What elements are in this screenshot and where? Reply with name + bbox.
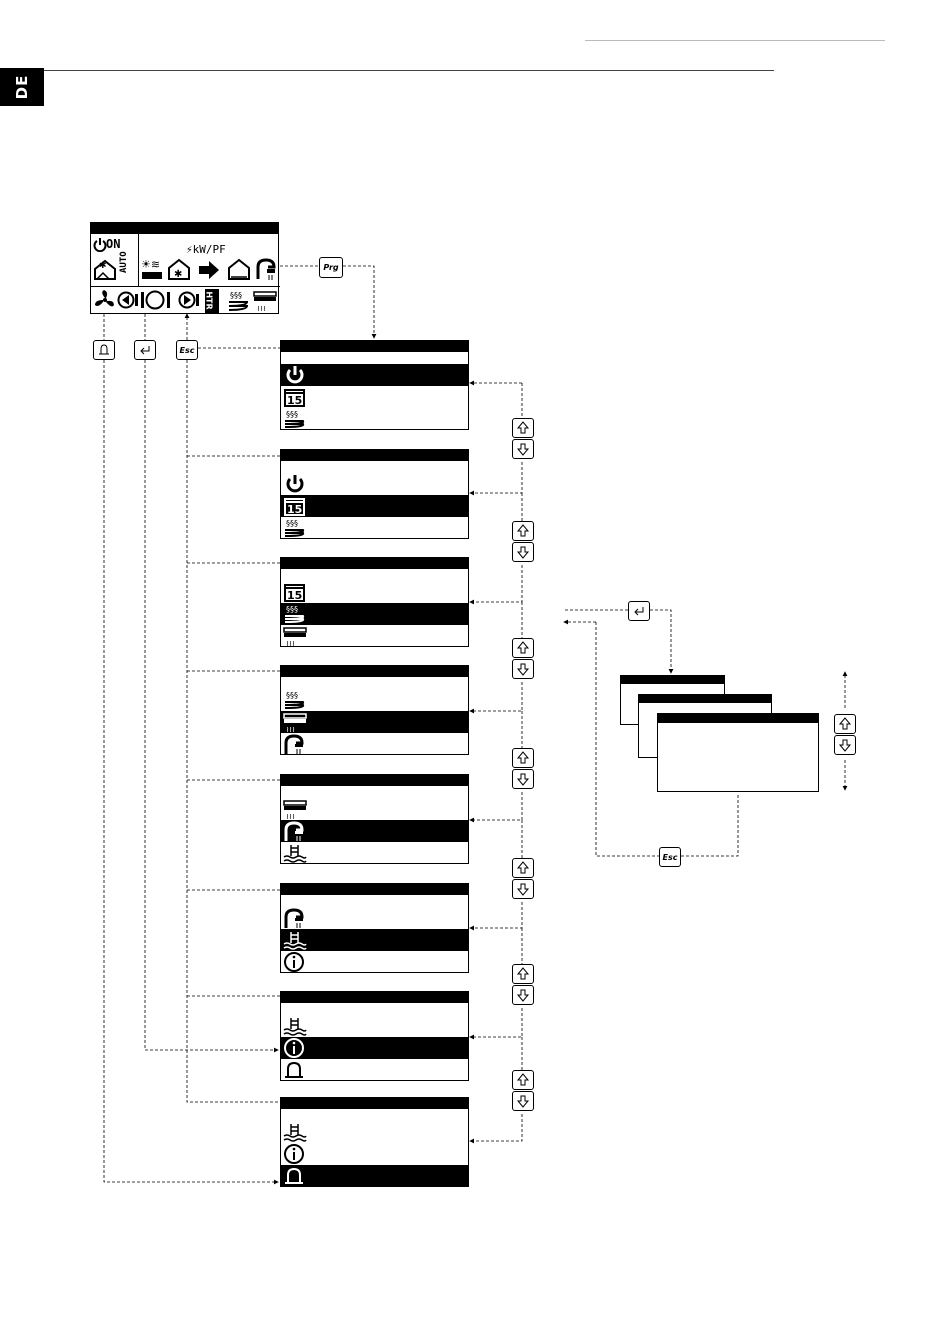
arrow-down-icon bbox=[835, 736, 855, 754]
parameter-up-button[interactable] bbox=[834, 714, 856, 734]
parameter-updown-buttons bbox=[834, 714, 856, 756]
arrow-up-icon bbox=[835, 715, 855, 733]
parameter-down-button[interactable] bbox=[834, 735, 856, 755]
